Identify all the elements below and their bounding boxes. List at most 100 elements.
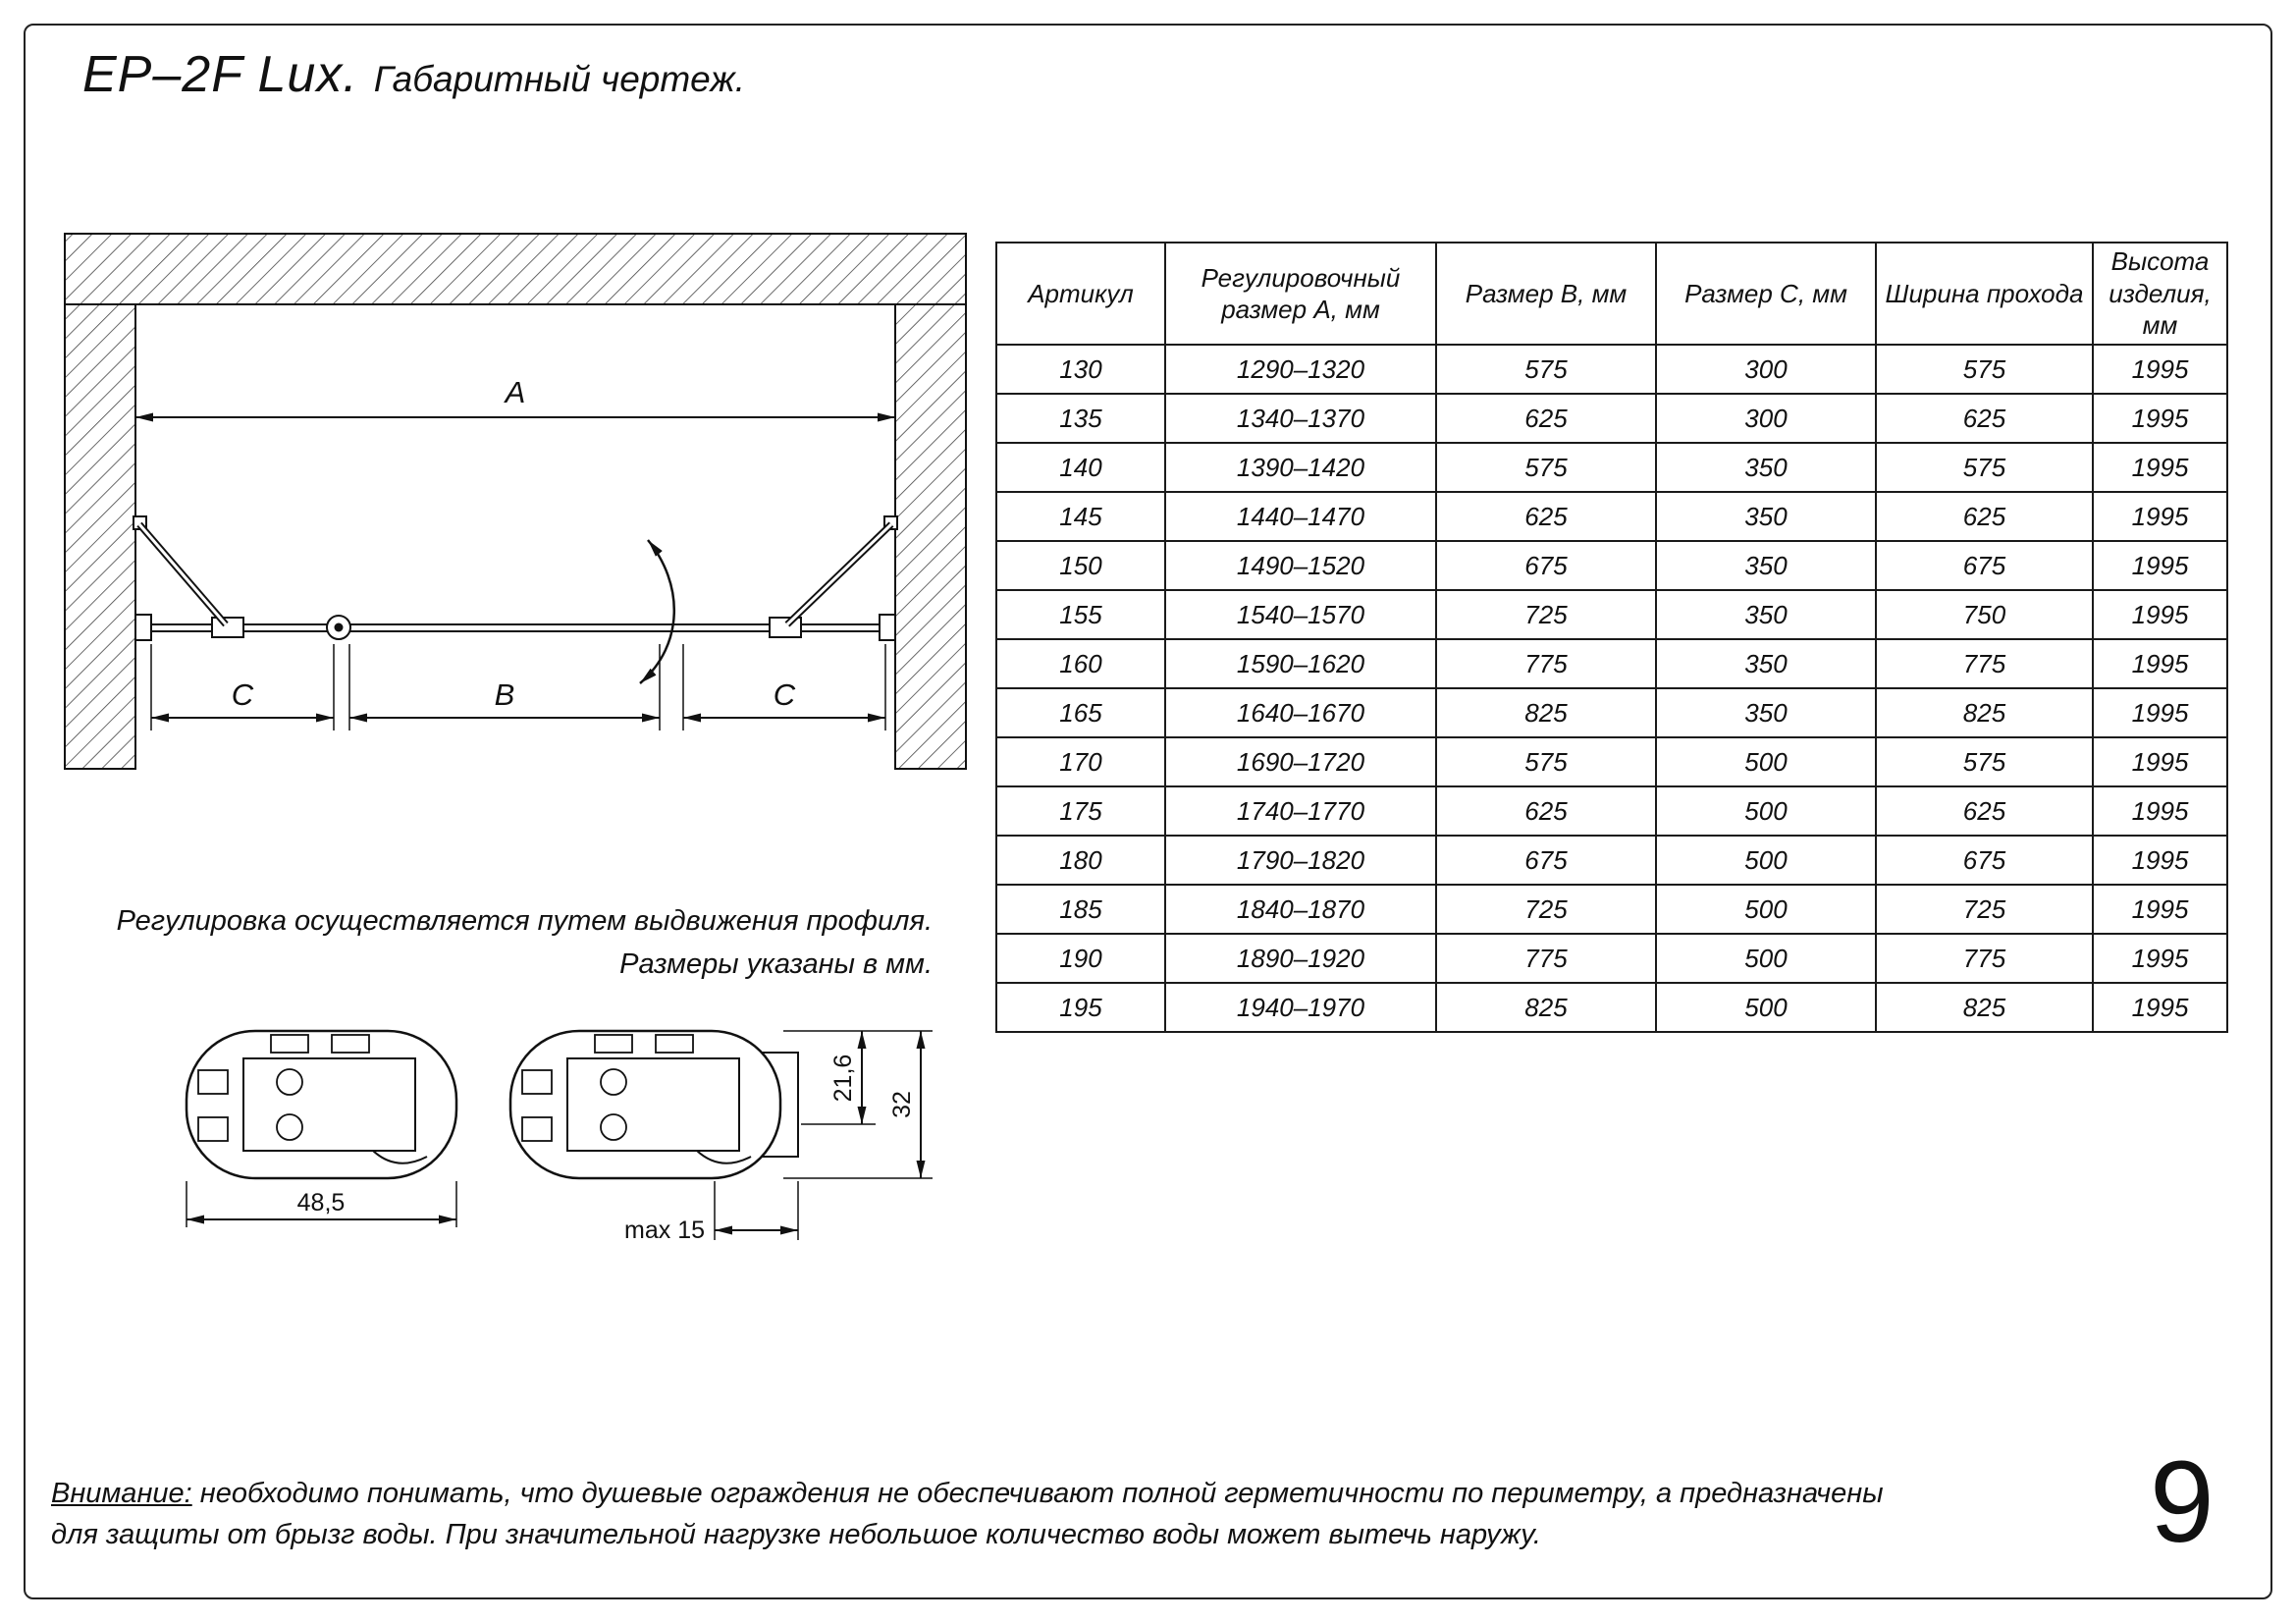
table-cell: 1790–1820 <box>1164 835 1437 886</box>
ceiling-wall-hatch <box>64 233 967 305</box>
table-cell: 165 <box>995 687 1166 738</box>
table-cell: 500 <box>1655 835 1877 886</box>
table-cell: 1995 <box>2092 687 2228 738</box>
table-cell: 350 <box>1655 589 1877 640</box>
adjustment-note: Регулировка осуществляется путем выдвиже… <box>59 899 933 986</box>
col-header-size-a: Регулировочный размер А, мм <box>1164 242 1437 346</box>
table-cell: 825 <box>1875 982 2094 1033</box>
dim-c-right-label: C <box>774 677 796 712</box>
door-panels-open <box>133 515 898 627</box>
title-subtitle: Габаритный чертеж. <box>373 59 746 99</box>
table-cell: 825 <box>1435 687 1657 738</box>
table-cell: 675 <box>1435 835 1657 886</box>
table-cell: 775 <box>1875 933 2094 984</box>
title-model: EP–2F Lux. <box>82 46 358 103</box>
table-cell: 180 <box>995 835 1166 886</box>
page-title: EP–2F Lux. Габаритный чертеж. <box>82 45 745 104</box>
table-cell: 135 <box>995 393 1166 444</box>
col-header-product-height: Высота изделия, мм <box>2092 242 2228 346</box>
table-cell: 145 <box>995 491 1166 542</box>
profile-sections-drawing: 48,5 max 15 21,6 32 <box>185 1029 933 1244</box>
dim-32-label: 32 <box>888 1091 916 1118</box>
table-cell: 575 <box>1875 736 2094 787</box>
door-track <box>134 614 896 641</box>
table-cell: 825 <box>1875 687 2094 738</box>
table-cell: 575 <box>1435 344 1657 395</box>
col-header-passage-width: Ширина прохода <box>1875 242 2094 346</box>
table-cell: 1340–1370 <box>1164 393 1437 444</box>
table-cell: 575 <box>1435 736 1657 787</box>
table-cell: 675 <box>1875 835 2094 886</box>
table-cell: 155 <box>995 589 1166 640</box>
dimension-max15: max 15 <box>624 1181 799 1244</box>
table-header-row: Артикул Регулировочный размер А, мм Разм… <box>995 242 2228 346</box>
left-hinge <box>211 617 244 638</box>
dimensions-height: 21,6 32 <box>783 1030 933 1179</box>
profile-section-closed <box>185 1029 458 1180</box>
table-cell: 1995 <box>2092 638 2228 689</box>
table-cell: 575 <box>1875 442 2094 493</box>
table-cell: 150 <box>995 540 1166 591</box>
adjustment-note-line1: Регулировка осуществляется путем выдвиже… <box>116 905 933 937</box>
table-cell: 1995 <box>2092 736 2228 787</box>
right-wall-hatch <box>894 303 967 770</box>
table-cell: 350 <box>1655 491 1877 542</box>
table-cell: 350 <box>1655 540 1877 591</box>
table-cell: 1890–1920 <box>1164 933 1437 984</box>
table-cell: 1390–1420 <box>1164 442 1437 493</box>
profile-section-extended <box>508 1029 799 1180</box>
walls-hatched <box>64 233 967 770</box>
table-cell: 1995 <box>2092 982 2228 1033</box>
dim-c-left-label: C <box>232 677 254 712</box>
table-cell: 625 <box>1875 491 2094 542</box>
table-cell: 1995 <box>2092 785 2228 837</box>
dimensions-cbc: C B C <box>150 644 886 730</box>
table-cell: 725 <box>1435 589 1657 640</box>
dim-a-label: A <box>504 375 526 409</box>
page-border <box>24 24 2272 1599</box>
table-cell: 140 <box>995 442 1166 493</box>
warning-line2: для защиты от брызг воды. При значительн… <box>51 1519 1541 1550</box>
left-wall-bracket <box>134 614 152 641</box>
col-header-article: Артикул <box>995 242 1166 346</box>
dim-21-6-label: 21,6 <box>829 1055 857 1103</box>
table-cell: 350 <box>1655 638 1877 689</box>
table-cell: 185 <box>995 884 1166 935</box>
left-wall-hatch <box>64 303 136 770</box>
table-cell: 625 <box>1435 785 1657 837</box>
table-cell: 775 <box>1435 933 1657 984</box>
dimension-a: A <box>135 375 895 422</box>
table-cell: 1290–1320 <box>1164 344 1437 395</box>
warning-label: Внимание: <box>51 1478 192 1509</box>
col-header-size-c: Размер С, мм <box>1655 242 1877 346</box>
table-cell: 500 <box>1655 785 1877 837</box>
sizes-table: Артикул Регулировочный размер А, мм Разм… <box>995 242 2228 1033</box>
table-cell: 1995 <box>2092 393 2228 444</box>
table-cell: 1995 <box>2092 933 2228 984</box>
table-cell: 195 <box>995 982 1166 1033</box>
dim-48-5-label: 48,5 <box>297 1189 346 1217</box>
table-cell: 170 <box>995 736 1166 787</box>
table-cell: 825 <box>1435 982 1657 1033</box>
table-cell: 625 <box>1435 491 1657 542</box>
table-cell: 675 <box>1435 540 1657 591</box>
table-cell: 190 <box>995 933 1166 984</box>
table-cell: 1995 <box>2092 884 2228 935</box>
adjustment-note-line2: Размеры указаны в мм. <box>619 948 933 980</box>
table-cell: 1995 <box>2092 835 2228 886</box>
table-cell: 350 <box>1655 687 1877 738</box>
table-cell: 1740–1770 <box>1164 785 1437 837</box>
table-cell: 1490–1520 <box>1164 540 1437 591</box>
table-cell: 775 <box>1435 638 1657 689</box>
table-cell: 1940–1970 <box>1164 982 1437 1033</box>
table-cell: 500 <box>1655 982 1877 1033</box>
